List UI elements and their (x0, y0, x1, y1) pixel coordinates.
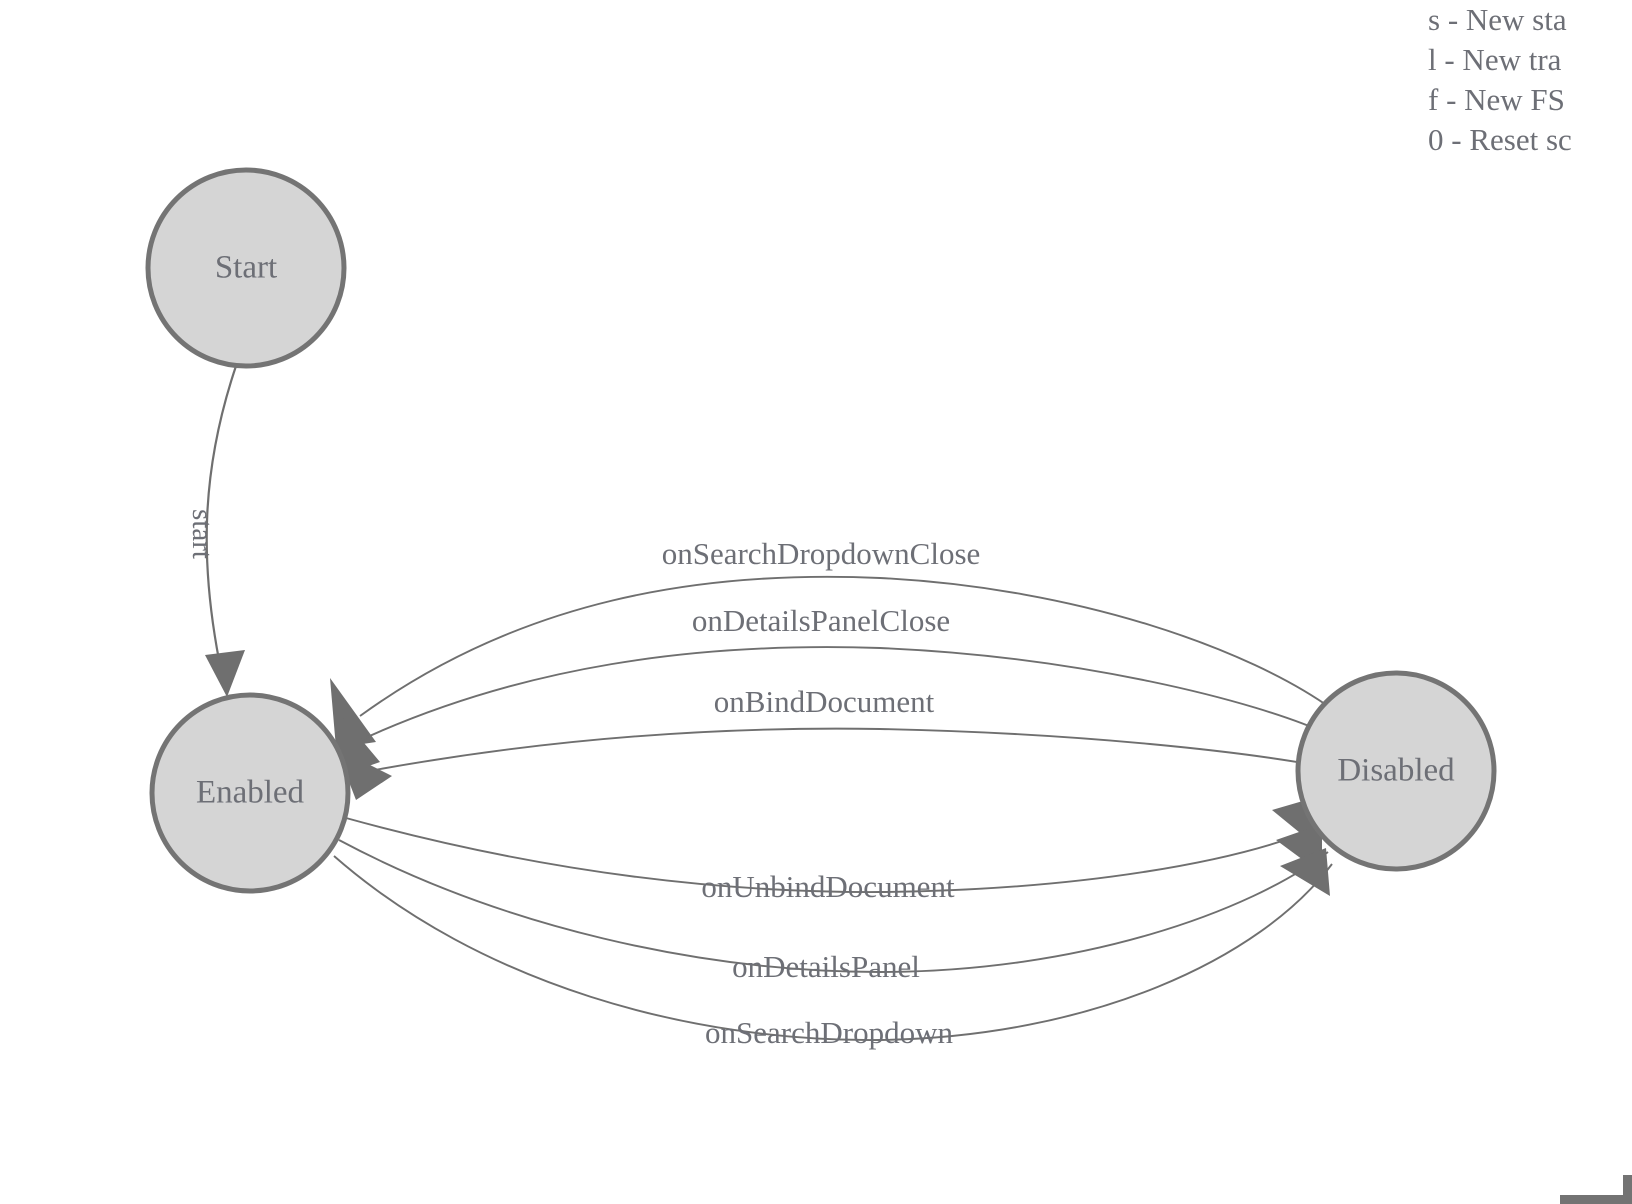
help-line-new-transition: l - New tra (1428, 42, 1562, 77)
vertical-scrollbar[interactable] (1623, 1175, 1632, 1204)
edge-path-onDetailsPanelClose (351, 646, 1331, 745)
edge-label-onDetailsPanel: onDetailsPanel (732, 949, 920, 984)
edge-start-to-enabled[interactable] (205, 365, 245, 697)
node-disabled-circle[interactable] (1295, 670, 1497, 872)
edge-path-onSearchDropdownClose (359, 575, 1333, 717)
edge-label-onSearchDropdown: onSearchDropdown (705, 1015, 953, 1050)
node-enabled-circle[interactable] (149, 692, 351, 894)
edge-path-start (205, 365, 238, 661)
edge-label-onDetailsPanelClose: onDetailsPanelClose (692, 603, 950, 638)
help-line-new-state: s - New sta (1428, 2, 1567, 37)
arrow-head-onBindDocument (336, 748, 392, 800)
help-line-reset: 0 - Reset sc (1428, 122, 1572, 157)
node-start-circle[interactable] (145, 167, 347, 369)
edge-label-onBindDocument: onBindDocument (714, 684, 935, 719)
node-enabled-label: Enabled (196, 775, 305, 811)
help-line-new-fsm: f - New FS (1428, 82, 1565, 117)
node-disabled[interactable]: Disabled (1295, 670, 1497, 872)
edge-label-onSearchDropdownClose: onSearchDropdownClose (662, 536, 981, 571)
node-disabled-label: Disabled (1337, 753, 1455, 789)
edge-label-start: start (186, 509, 218, 559)
edge-disabled-to-enabled-binddocument[interactable] (336, 727, 1331, 800)
edge-path-onSearchDropdown (333, 855, 1333, 1041)
node-start-label: Start (215, 250, 277, 286)
edge-path-onDetailsPanel (338, 839, 1329, 973)
arrow-head-onSearchDropdown (1280, 848, 1330, 896)
node-enabled[interactable]: Enabled (149, 692, 351, 894)
edge-path-onUnbindDocument (345, 817, 1323, 893)
node-start[interactable]: Start (145, 167, 347, 369)
edge-label-onUnbindDocument: onUnbindDocument (701, 869, 955, 904)
keyboard-shortcut-help: s - New sta l - New tra f - New FS 0 - R… (1428, 0, 1632, 160)
edge-enabled-to-disabled-searchdropdown[interactable] (333, 848, 1333, 1041)
arrow-head-start (205, 650, 245, 697)
edge-path-onBindDocument (347, 727, 1331, 776)
horizontal-scrollbar[interactable] (1560, 1195, 1632, 1204)
